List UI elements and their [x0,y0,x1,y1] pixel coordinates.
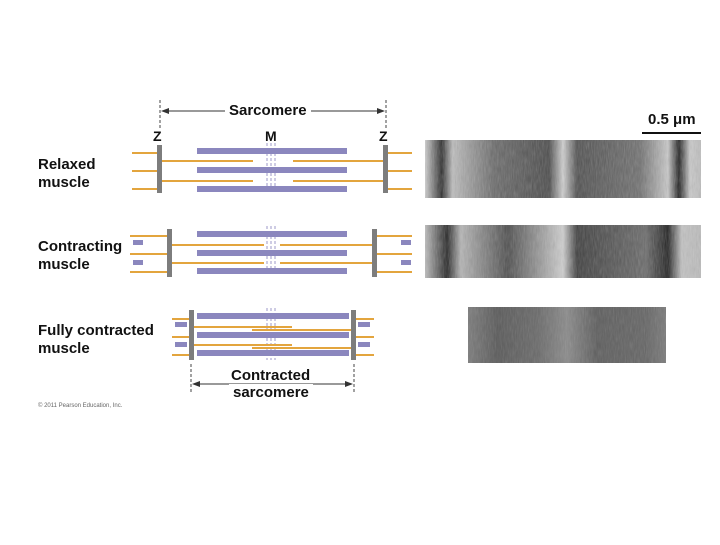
fully-contracted-sarcomere [172,310,374,360]
row-label-fully-contracted-2: muscle [38,340,90,357]
contracting-sarcomere [130,229,412,277]
relaxed-sarcomere [132,145,412,193]
row-label-relaxed-1: Relaxed [38,156,96,173]
row-label-contracting-1: Contracting [38,238,123,255]
z-label-left: Z [153,128,162,144]
z-label-right: Z [379,128,388,144]
scale-bar-label: 0.5 μm [648,111,696,128]
sarcomere-title: Sarcomere [225,102,311,120]
contracted-sarcomere-label-1: Contracted [231,367,311,384]
micrograph-contracting [425,225,701,278]
thin-filaments [132,152,412,190]
micrograph-fully-contracted [468,307,666,363]
m-label: M [265,128,277,144]
row-label-fully-contracted-1: Fully contracted [38,322,154,339]
thin-filaments [130,235,412,273]
z-disc [167,229,172,277]
micrograph-relaxed [425,140,701,198]
thick-filaments [175,313,370,356]
z-disc [157,145,162,193]
thick-filaments [197,148,347,192]
thin-filaments [172,318,374,356]
thick-filaments [133,231,411,274]
z-disc [351,310,356,360]
copyright-notice: © 2011 Pearson Education, Inc. [38,403,123,409]
z-disc [372,229,377,277]
contracted-sarcomere-label-2: sarcomere [229,384,313,402]
row-label-contracting-2: muscle [38,256,90,273]
z-disc [189,310,194,360]
row-label-relaxed-2: muscle [38,174,90,191]
z-disc [383,145,388,193]
